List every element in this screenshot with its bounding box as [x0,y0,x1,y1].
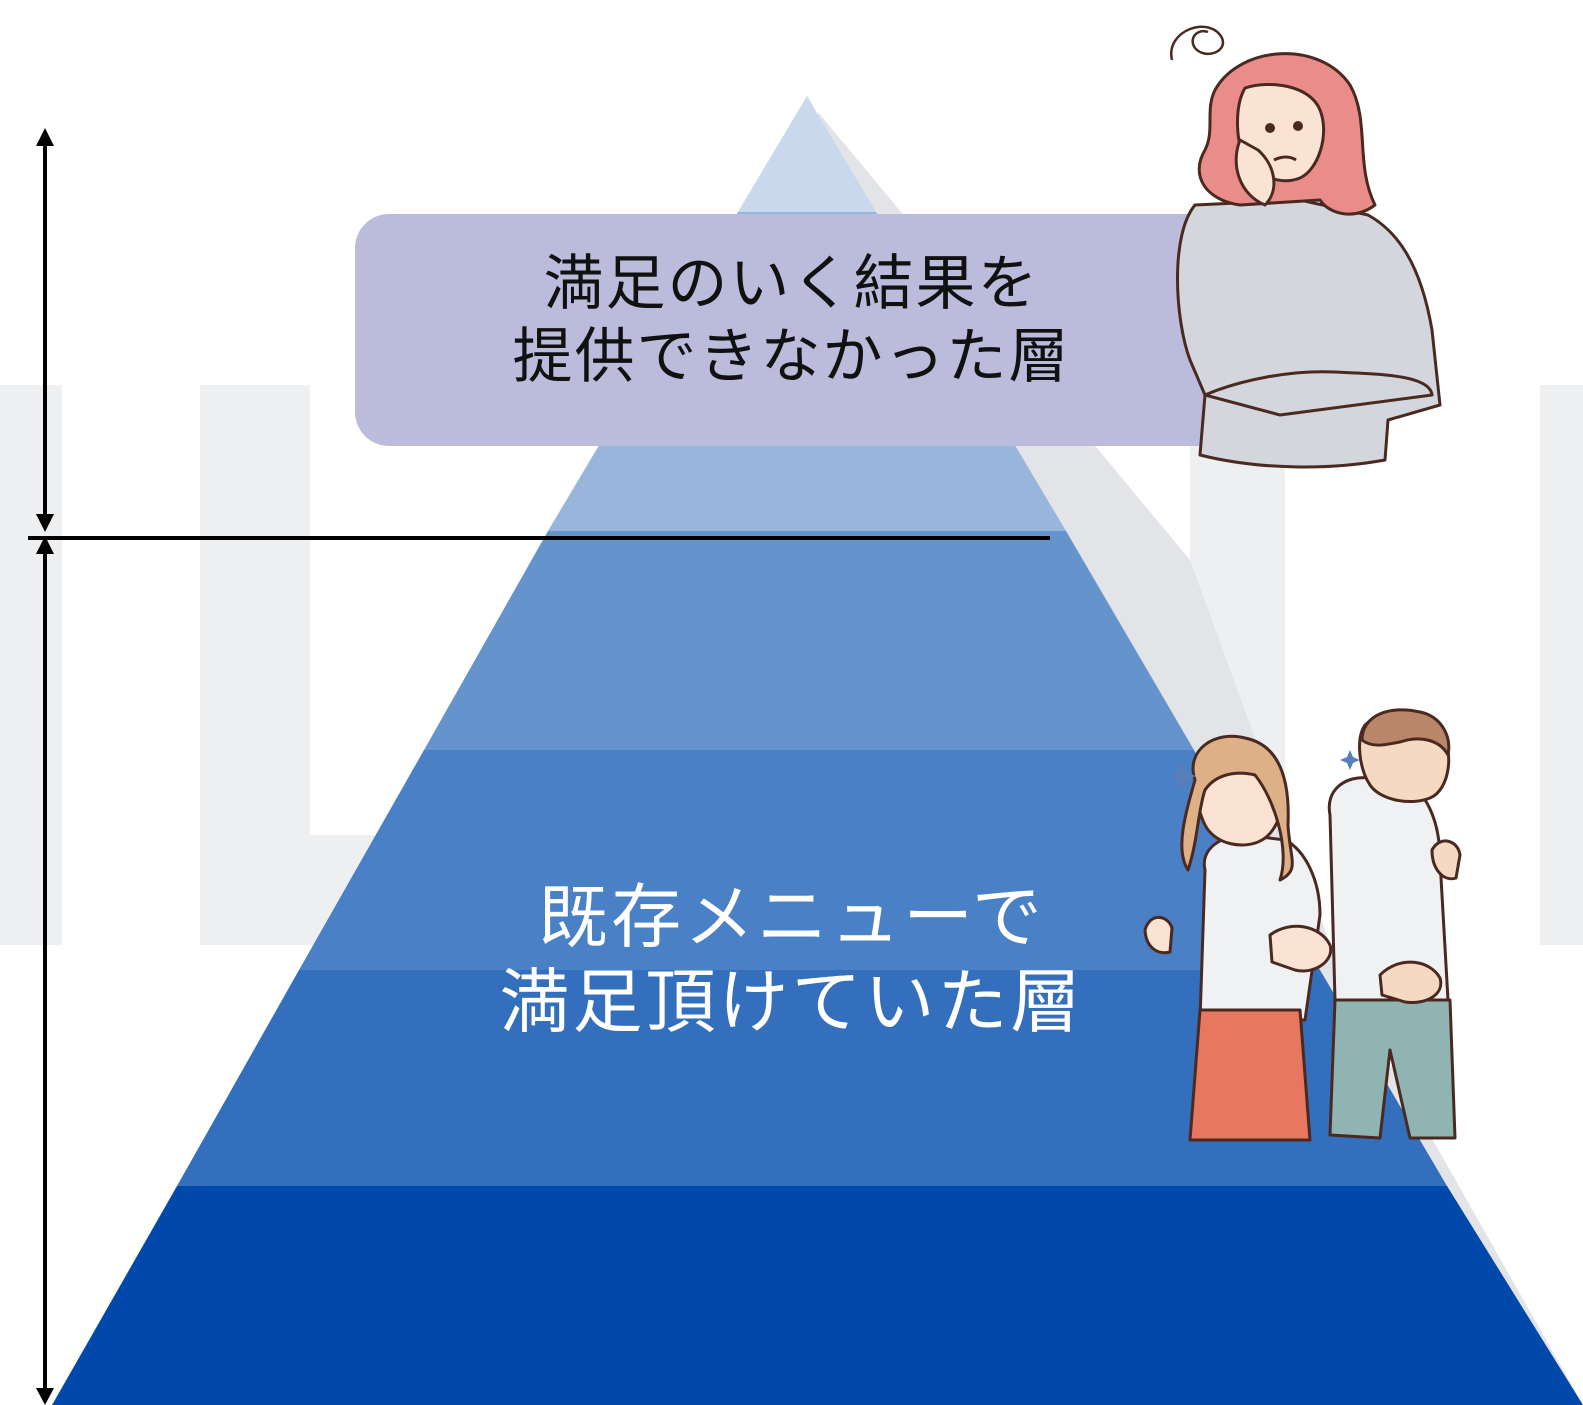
callout-box [355,214,1235,446]
pyramid-tier-6 [52,1186,1583,1405]
top-layer-line-2: 提供できなかった層 [512,322,1071,393]
dimension-arrow-bottom [36,536,54,1405]
dimension-arrow-top [36,128,54,532]
bottom-layer-line-2: 満足頂けていた層 [499,961,1084,1044]
pyramid-tier-4 [299,750,1320,970]
top-layer-label: 満足のいく結果を 提供できなかった層 [0,248,1583,394]
pyramid-tier-3 [424,531,1194,750]
happy-couple-illustration [1143,708,1462,1142]
pyramid-tier-5 [177,970,1447,1186]
bottom-layer-label: 既存メニューで 満足頂けていた層 [0,875,1583,1046]
top-layer-line-1: 満足のいく結果を [543,249,1040,319]
worried-woman-illustration [1170,25,1442,469]
bottom-layer-line-1: 既存メニューで [538,876,1045,958]
